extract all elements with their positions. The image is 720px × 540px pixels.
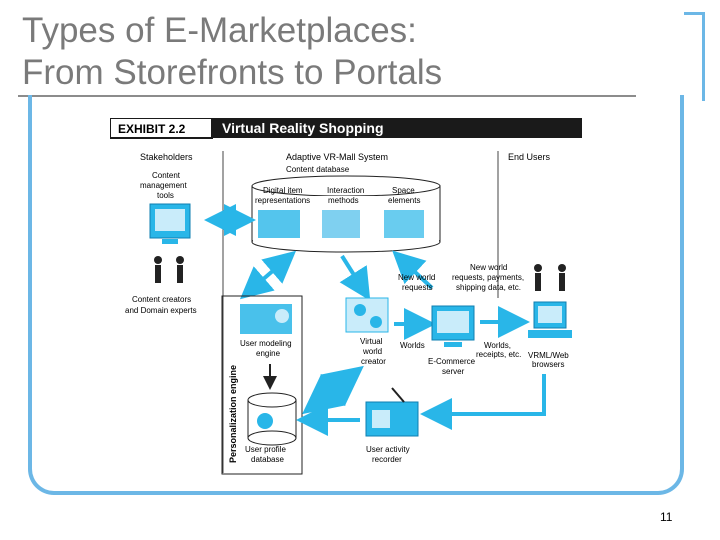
digital-items-icon	[258, 210, 300, 238]
person-icon-creator-2	[176, 256, 184, 283]
db-col1-line1: Digital item	[263, 186, 303, 195]
exhibit-label-box	[110, 118, 213, 139]
db-col3-line2: elements	[388, 196, 420, 205]
slide-title-line-1: Types of E-Marketplaces:	[22, 11, 417, 50]
personalization-engine-box	[221, 295, 303, 475]
exhibit-label: EXHIBIT 2.2	[118, 122, 186, 136]
user-profile-line1: User profile	[245, 445, 286, 454]
activity-line1: User activity	[366, 445, 410, 454]
title-underline	[18, 95, 636, 97]
browser-computer-icon	[528, 301, 572, 338]
vw-creator-line3: creator	[361, 357, 386, 366]
section-end-users: End Users	[508, 152, 551, 162]
ecommerce-line1: E-Commerce	[428, 357, 476, 366]
new-world-req-line1: New world	[398, 273, 435, 282]
worlds-right-line1: Worlds,	[484, 341, 511, 350]
user-activity-recorder-icon	[365, 387, 419, 437]
ecommerce-server-icon	[431, 305, 475, 347]
db-col3-line1: Space	[392, 186, 415, 195]
vw-creator-line1: Virtual	[360, 337, 383, 346]
user-model-line1: User modeling	[240, 339, 292, 348]
person-icon-creator-1	[154, 256, 162, 283]
cm-tools-line1: Content	[152, 171, 181, 180]
exhibit-diagram: EXHIBIT 2.2 Virtual Reality Shopping Sta…	[110, 118, 582, 475]
user-model-line2: engine	[256, 349, 281, 358]
user-profile-line2: database	[251, 455, 284, 464]
worlds-left-label: Worlds	[400, 341, 425, 350]
db-col1-line2: representations	[255, 196, 310, 205]
arrow-browser-recorder	[420, 374, 546, 430]
computer-icon-stakeholder	[149, 203, 191, 244]
slide-title: Types of E-Marketplaces: From Storefront…	[22, 10, 662, 94]
new-world-req-line2: requests	[402, 283, 433, 292]
user-modeling-engine-icon	[240, 304, 292, 334]
new-world-pay-line3: shipping data, etc.	[456, 283, 521, 292]
arrow-db-to-engine	[239, 250, 297, 300]
content-database: Digital item representations Interaction…	[251, 175, 441, 253]
new-world-pay-line2: requests, payments,	[452, 273, 524, 282]
space-elements-icon	[384, 210, 424, 238]
new-world-pay-line1: New world	[470, 263, 507, 272]
person-icon-end-user-1	[534, 264, 542, 291]
slide-title-line-2: From Storefronts to Portals	[22, 53, 443, 92]
activity-line2: recorder	[372, 455, 402, 464]
worlds-right-line2: receipts, etc.	[476, 350, 521, 359]
creators-line1: Content creators	[132, 295, 191, 304]
ecommerce-line2: server	[442, 367, 465, 376]
person-icon-end-user-2	[558, 264, 566, 291]
content-database-label: Content database	[286, 165, 350, 174]
creators-line2: and Domain experts	[125, 306, 197, 315]
vrml-line1: VRML/Web	[528, 351, 569, 360]
exhibit-title: Virtual Reality Shopping	[222, 120, 384, 136]
vrml-line2: browsers	[532, 360, 564, 369]
exhibit-header-bar	[110, 118, 582, 138]
section-system: Adaptive VR-Mall System	[286, 152, 388, 162]
virtual-world-creator-icon	[345, 297, 389, 333]
cm-tools-line2: management	[140, 181, 187, 190]
cm-tools-line3: tools	[157, 191, 174, 200]
personalization-engine-label: Personalization engine	[228, 365, 238, 463]
vw-creator-line2: world	[362, 347, 382, 356]
arrow-db-to-request	[392, 250, 434, 290]
db-col2-line2: methods	[328, 196, 359, 205]
page-number: 11	[660, 510, 673, 524]
db-col2-line1: Interaction	[327, 186, 364, 195]
interaction-icon	[322, 210, 360, 238]
user-profile-database-icon	[247, 392, 297, 446]
section-stakeholders: Stakeholders	[140, 152, 193, 162]
arrow-profile-creator	[302, 365, 364, 415]
content-frame	[28, 95, 684, 495]
corner-decoration	[684, 12, 705, 101]
arrow-db-to-creator	[339, 254, 371, 301]
